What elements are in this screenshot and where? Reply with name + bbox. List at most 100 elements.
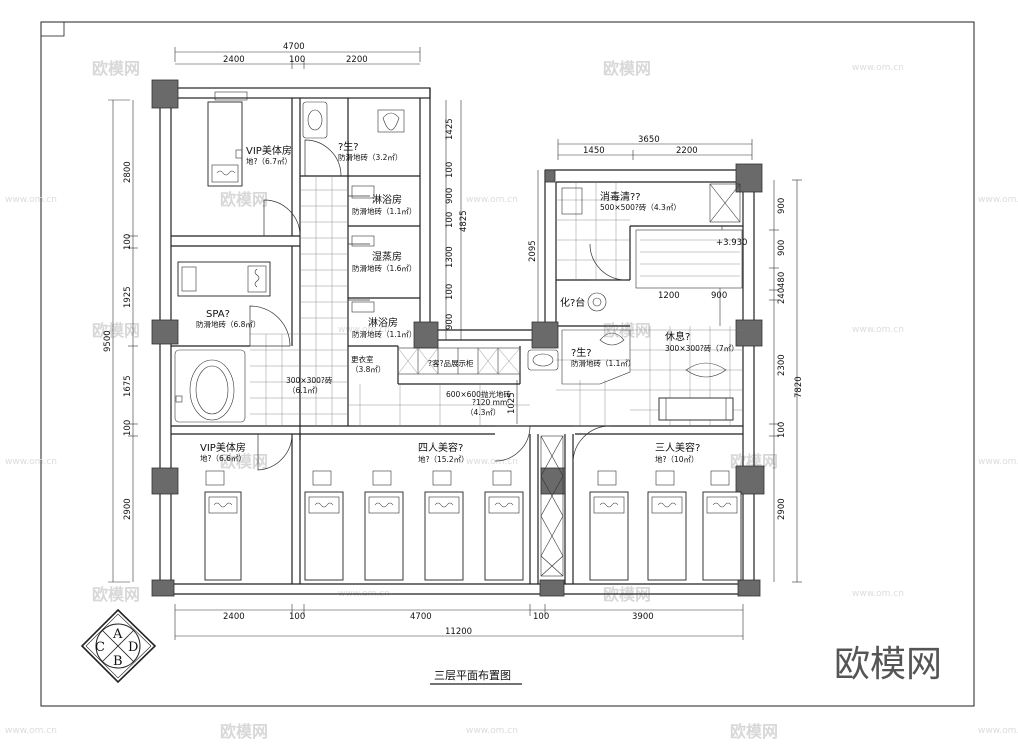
watermark-url: www.om.cn bbox=[852, 325, 904, 335]
dim-top-total: 4700 bbox=[283, 42, 305, 52]
watermark-url: www.om.cn bbox=[852, 589, 904, 599]
fixtures bbox=[174, 101, 734, 423]
room-labels: VIP美体房 地?（6.7㎡） ?生? 防滑地砖（3.2㎡） 淋浴房 防滑地砖（… bbox=[196, 140, 739, 464]
watermarks: 欧模网 欧模网 www.om.cn 欧模网 www.om.cn www.om.c… bbox=[5, 59, 1018, 741]
room-changing-name: 更衣室 bbox=[351, 354, 374, 364]
dim-mid-d: 100 bbox=[445, 212, 455, 228]
dim-bottom-e: 3900 bbox=[632, 612, 654, 622]
compass-c: C bbox=[95, 640, 105, 655]
watermark-url: www.om.cn bbox=[852, 63, 904, 73]
dim-bottom-d: 100 bbox=[533, 612, 549, 622]
watermark-url: www.om.cn bbox=[978, 457, 1018, 467]
dim-right-b: 900 bbox=[777, 240, 787, 256]
watermark: 欧模网 bbox=[220, 190, 268, 209]
room-shower2-area: 防滑地砖（1.1㎡） bbox=[352, 329, 416, 339]
dim-right-c: 480 bbox=[777, 272, 787, 288]
watermark: 欧模网 bbox=[603, 321, 651, 340]
stair-elevation: +3.930 bbox=[716, 238, 747, 248]
dim-left-c: 1925 bbox=[123, 286, 133, 308]
dim-mid-e: 1300 bbox=[445, 246, 455, 268]
room-disinfect-name: 消毒清?? bbox=[600, 190, 641, 203]
dim-right-top-a: 1450 bbox=[583, 146, 605, 156]
room-disinfect-area: 500×500?砖（4.3㎡） bbox=[600, 202, 681, 212]
room-corridor2-spec: 600×600抛光地砖 bbox=[446, 389, 511, 399]
room-three-area: 地?（10㎡） bbox=[655, 454, 699, 464]
dim-right-top-b: 2200 bbox=[676, 146, 698, 156]
room-wc1-name: ?生? bbox=[338, 140, 359, 153]
watermark: 欧模网 bbox=[92, 59, 140, 78]
beds bbox=[177, 91, 742, 581]
watermark-url: www.om.cn bbox=[466, 726, 518, 736]
doors bbox=[249, 139, 627, 471]
room-corridor2-area: （4.3㎡） bbox=[466, 408, 500, 417]
stair-dim-b: 900 bbox=[711, 291, 727, 301]
room-spa-name: SPA? bbox=[206, 309, 230, 320]
watermark: 欧模网 bbox=[92, 321, 140, 340]
room-changing-area: （3.8㎡） bbox=[351, 365, 385, 374]
room-wc1-area: 防滑地砖（3.2㎡） bbox=[338, 152, 402, 162]
dim-top-a: 2400 bbox=[223, 55, 245, 65]
room-vip2-name: VIP美体房 bbox=[200, 441, 246, 454]
dim-right-top-total: 3650 bbox=[638, 135, 660, 145]
dim-bottom-a: 2400 bbox=[223, 612, 245, 622]
stair-labels: +3.930 1200 900 bbox=[658, 238, 747, 301]
dim-bottom-b: 100 bbox=[289, 612, 305, 622]
room-three-name: 三人美容? bbox=[655, 441, 700, 454]
dim-right-g: 2900 bbox=[777, 498, 787, 520]
stair-dim-a: 1200 bbox=[658, 291, 680, 301]
dim-left-e: 100 bbox=[123, 420, 133, 436]
dim-mid-b: 100 bbox=[445, 162, 455, 178]
sheet-corner-tab bbox=[40, 21, 65, 37]
watermark: 欧模网 bbox=[603, 59, 651, 78]
dim-right-e: 2300 bbox=[777, 354, 787, 376]
watermark-url: www.om.cn bbox=[466, 195, 518, 205]
dim-left-b: 100 bbox=[123, 234, 133, 250]
compass-symbol: A C D B bbox=[80, 608, 157, 684]
room-wc2-area: 防滑地砖（1.1㎡） bbox=[571, 358, 635, 368]
room-corridor1-area: （6.1㎡） bbox=[288, 386, 322, 395]
watermark-url: www.om.cn bbox=[978, 726, 1018, 736]
dim-mid-h: 1025 bbox=[507, 392, 517, 414]
room-corridor2-spec2: ?120 mm bbox=[472, 398, 507, 407]
room-spa-area: 防滑地砖（6.8㎡） bbox=[196, 319, 260, 329]
dim-left-total: 9500 bbox=[103, 330, 113, 352]
dim-left-d: 1675 bbox=[123, 375, 133, 397]
room-four-name: 四人美容? bbox=[418, 441, 463, 454]
watermark: 欧模网 bbox=[220, 722, 268, 741]
room-corridor1-spec: 300×300?砖 bbox=[286, 375, 333, 385]
room-sauna-area: 防滑地砖（1.6㎡） bbox=[352, 263, 416, 273]
room-storage-name: ?客?品展示柜 bbox=[428, 358, 474, 368]
dim-right-d: 240 bbox=[777, 288, 787, 304]
compass-b: B bbox=[113, 654, 123, 669]
room-vip1-area: 地?（6.7㎡） bbox=[246, 156, 292, 166]
display-cabinet bbox=[397, 347, 521, 375]
dim-top-c: 2200 bbox=[346, 55, 368, 65]
dim-top-b: 100 bbox=[289, 55, 305, 65]
logo-text: 欧模网 bbox=[834, 644, 942, 685]
dim-mid-c: 900 bbox=[445, 188, 455, 204]
room-shower1-area: 防滑地砖（1.1㎡） bbox=[352, 206, 416, 216]
room-makeup-name: 化?台 bbox=[560, 296, 585, 309]
room-rest-area: 300×300?砖（7㎡） bbox=[665, 343, 739, 353]
watermark: 欧模网 bbox=[730, 722, 778, 741]
dim-right-a: 900 bbox=[777, 198, 787, 214]
watermark-url: www.om.cn bbox=[5, 457, 57, 467]
watermark-url: www.om.cn bbox=[5, 195, 57, 205]
dim-bottom-c: 4700 bbox=[410, 612, 432, 622]
drawing-title: 三层平面布置图 bbox=[434, 669, 511, 682]
compass-d: D bbox=[128, 640, 138, 655]
dim-mid-total: 4825 bbox=[459, 210, 469, 232]
sheet-border bbox=[40, 21, 975, 707]
structural-columns bbox=[151, 79, 765, 597]
dim-rc-a: 2095 bbox=[528, 240, 538, 262]
watermark-url: www.om.cn bbox=[978, 195, 1018, 205]
dim-left-f: 2900 bbox=[123, 498, 133, 520]
stair bbox=[635, 226, 743, 326]
dim-mid-g: 900 bbox=[445, 314, 455, 330]
dim-bottom-total: 11200 bbox=[445, 627, 472, 637]
dim-left-a: 2800 bbox=[123, 161, 133, 183]
room-vip2-area: 地?（6.6㎡） bbox=[200, 453, 246, 463]
dim-mid-a: 1425 bbox=[445, 118, 455, 140]
room-shower2-name: 淋浴房 bbox=[368, 316, 398, 329]
